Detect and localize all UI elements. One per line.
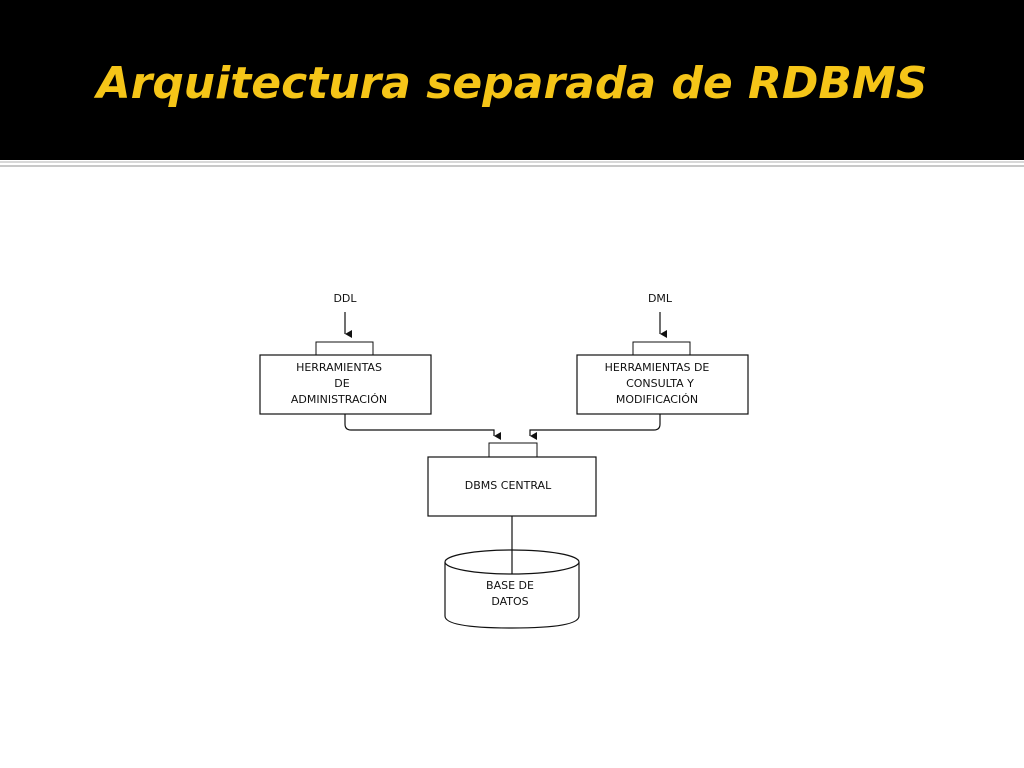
title-bar bbox=[0, 0, 1024, 160]
query-to-dbms-connector bbox=[529, 414, 661, 440]
title-divider-secondary bbox=[0, 165, 1024, 167]
database-line-1: BASE DE bbox=[486, 579, 534, 592]
dbms-central-label: DBMS CENTRAL bbox=[465, 479, 552, 492]
query-tools-line-2: CONSULTA Y bbox=[626, 377, 694, 390]
query-tools-box: HERRAMIENTAS DE CONSULTA Y MODIFICACIÓN bbox=[576, 341, 749, 415]
admin-tools-rect bbox=[259, 354, 432, 415]
query-tools-line-3: MODIFICACIÓN bbox=[616, 393, 698, 406]
query-tools-rect bbox=[576, 354, 749, 415]
dml-label: DML bbox=[648, 292, 673, 305]
dbms-central-rect bbox=[427, 456, 597, 517]
database-line-2: DATOS bbox=[491, 595, 528, 608]
query-tools-port bbox=[632, 341, 691, 356]
admin-tools-line-2: DE bbox=[334, 377, 349, 390]
slide-title: Arquitectura separada de RDBMS bbox=[96, 58, 928, 109]
admin-tools-line-3: ADMINISTRACIÓN bbox=[291, 393, 387, 406]
query-tools-line-1: HERRAMIENTAS DE bbox=[605, 361, 710, 374]
database-body bbox=[444, 562, 580, 629]
admin-tools-port bbox=[315, 341, 374, 356]
dbms-central-port bbox=[488, 442, 538, 458]
ddl-label: DDL bbox=[333, 292, 357, 305]
dbms-central-box: DBMS CENTRAL bbox=[427, 442, 597, 517]
database-cylinder: BASE DE DATOS bbox=[444, 549, 580, 629]
admin-to-dbms-connector bbox=[344, 414, 501, 440]
admin-tools-line-1: HERRAMIENTAS bbox=[296, 361, 382, 374]
title-divider bbox=[0, 161, 1024, 163]
admin-tools-box: HERRAMIENTAS DE ADMINISTRACIÓN bbox=[259, 341, 432, 415]
